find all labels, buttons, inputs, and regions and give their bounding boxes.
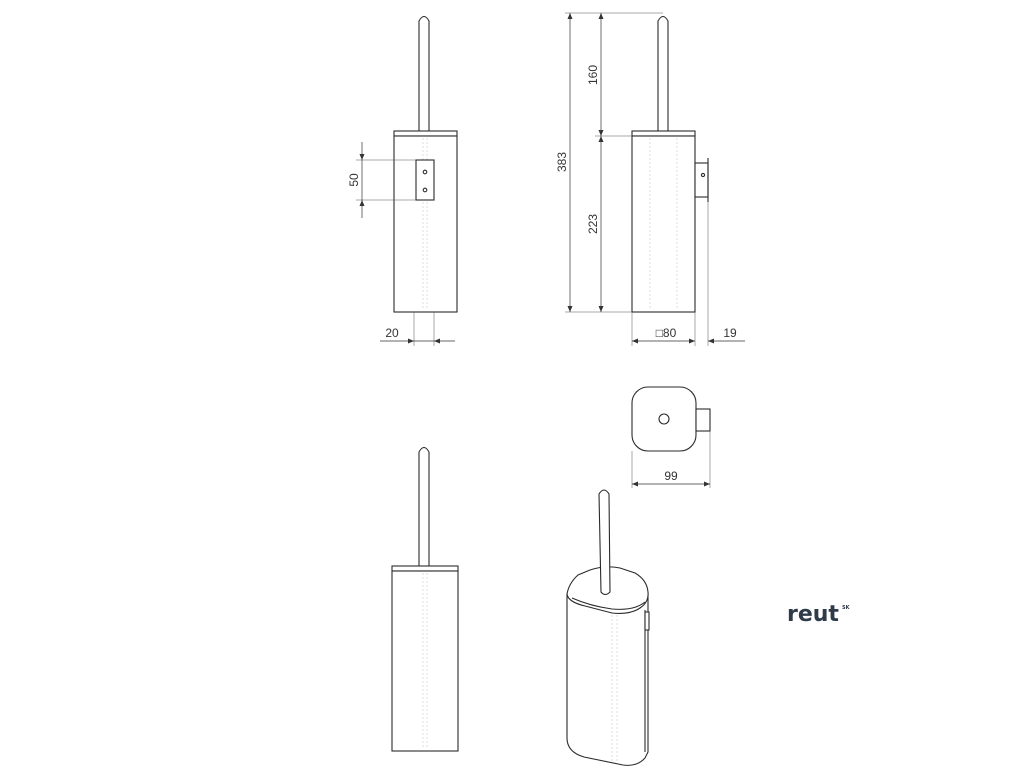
lower-front-handle xyxy=(418,446,430,569)
side-view-screw-hole xyxy=(700,172,706,178)
side-dim-223: 223 xyxy=(586,214,600,234)
lower-front-view xyxy=(391,446,459,752)
brand-logo-suffix: SK xyxy=(842,605,851,611)
front-view-handle xyxy=(418,15,430,134)
front-dim-50: 50 xyxy=(347,173,361,187)
perspective-body xyxy=(566,593,649,766)
front-view-screw-hole xyxy=(422,187,428,193)
side-dim-383: 383 xyxy=(555,152,569,172)
side-dim-80: □80 xyxy=(656,326,677,340)
side-view-handle xyxy=(657,15,669,134)
top-view-body xyxy=(631,386,697,452)
side-view-body xyxy=(631,135,696,313)
perspective-handle xyxy=(598,489,611,596)
front-view-lid xyxy=(393,130,458,137)
side-dim-19: 19 xyxy=(723,326,737,340)
side-dim-160: 160 xyxy=(586,65,600,85)
side-view-wall-bracket xyxy=(694,162,709,198)
lower-front-lid xyxy=(391,565,459,572)
front-dim-20: 20 xyxy=(385,326,399,340)
front-view: 50 20 xyxy=(347,15,458,346)
brand-logo-name: reut xyxy=(787,602,839,627)
top-view: 99 xyxy=(631,386,711,488)
top-dim-99: 99 xyxy=(664,469,678,483)
perspective-view xyxy=(566,489,650,766)
brand-logo: reut SK xyxy=(787,602,851,627)
side-view: 383 160 223 □80 19 xyxy=(555,12,745,346)
lower-front-body xyxy=(391,570,459,752)
front-view-wall-bracket xyxy=(415,159,435,201)
top-view-wall-bracket xyxy=(695,408,711,432)
side-view-lid xyxy=(631,130,696,137)
perspective-wall-bracket xyxy=(644,611,650,631)
top-view-handle-hole xyxy=(658,413,670,425)
front-view-screw-hole xyxy=(422,169,428,175)
